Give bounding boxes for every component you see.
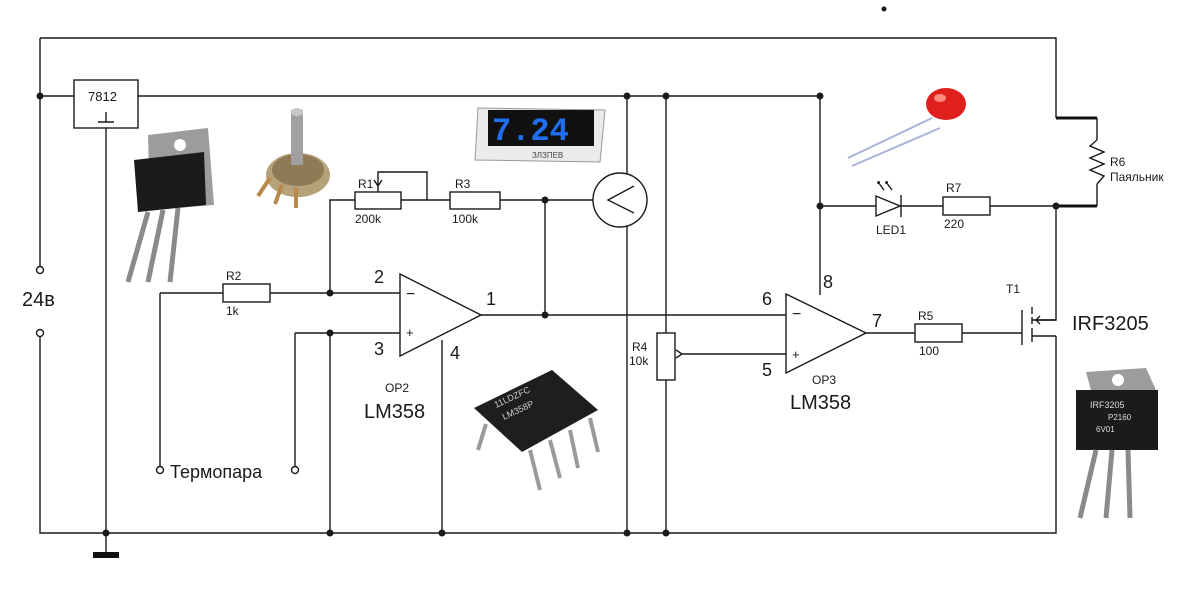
r5-name: R5 xyxy=(918,309,934,323)
op3-name: OP3 xyxy=(812,373,836,387)
thermocouple-label: Термопара xyxy=(170,462,263,482)
led-name: LED1 xyxy=(876,223,906,237)
r4-name: R4 xyxy=(632,340,648,354)
supply-label: 24в xyxy=(22,289,55,311)
thermocouple-terminal-a xyxy=(155,465,165,475)
op3-pin8: 8 xyxy=(823,272,833,292)
r6-value: Паяльник xyxy=(1110,170,1164,184)
resistor-r4: R4 10k xyxy=(629,332,683,381)
op2-part: LM358 xyxy=(364,401,425,423)
supply-terminal-plus xyxy=(35,265,45,275)
op2-plus: + xyxy=(406,325,414,340)
t1-name: T1 xyxy=(1006,282,1020,296)
led-photo xyxy=(847,88,966,167)
op3-plus: + xyxy=(792,347,800,362)
mosfet-t1: T1 IRF3205 xyxy=(1006,282,1149,345)
resistor-r7: R7 220 xyxy=(942,181,991,231)
op3-minus: − xyxy=(792,306,801,323)
voltmeter-symbol xyxy=(592,172,648,228)
potentiometer-photo xyxy=(256,108,330,208)
op2-pin1: 1 xyxy=(486,289,496,309)
op2-minus: − xyxy=(406,286,415,303)
mosfet-marking-1: IRF3205 xyxy=(1090,400,1125,410)
op2-pin4: 4 xyxy=(450,343,460,363)
r7-value: 220 xyxy=(944,217,964,231)
r3-value: 100k xyxy=(452,212,479,226)
t1-part: IRF3205 xyxy=(1072,313,1149,335)
regulator-photo xyxy=(125,128,214,283)
r2-value: 1k xyxy=(226,304,240,318)
r5-value: 100 xyxy=(919,344,939,358)
r6-name: R6 xyxy=(1110,155,1126,169)
junctions xyxy=(36,6,1060,537)
irf3205-photo: IRF3205 P2160 6V01 xyxy=(1076,368,1158,519)
op3-part: LM358 xyxy=(790,392,851,414)
resistor-r2: R2 1k xyxy=(222,269,271,318)
mosfet-marking-2: P2160 xyxy=(1108,413,1132,422)
r4-value: 10k xyxy=(629,354,649,368)
voltmeter-brand: ЗЛЗПЕВ xyxy=(532,151,563,160)
heater-r6: R6 Паяльник xyxy=(1088,139,1164,185)
op2-pin2: 2 xyxy=(374,267,384,287)
r1-value: 200k xyxy=(355,212,382,226)
op3-pin6: 6 xyxy=(762,289,772,309)
led1: LED1 xyxy=(875,181,906,237)
op2-name: OP2 xyxy=(385,381,409,395)
op3-pin7: 7 xyxy=(872,311,882,331)
op3-pin5: 5 xyxy=(762,360,772,380)
resistor-r1: R1 200k xyxy=(354,177,402,226)
voltmeter-reading: 7.24 xyxy=(492,113,569,150)
regulator-7812: 7812 xyxy=(73,79,139,129)
resistor-r5: R5 100 xyxy=(914,309,963,358)
resistor-r3: R3 100k xyxy=(449,177,501,226)
thermocouple-terminal-b xyxy=(290,465,300,475)
r1-name: R1 xyxy=(358,177,374,191)
op2-pin3: 3 xyxy=(374,339,384,359)
lm358-chip-photo: 11LDZFC LM358P xyxy=(474,370,600,491)
wires xyxy=(39,37,1098,553)
supply-terminal-minus xyxy=(35,328,45,338)
regulator-label: 7812 xyxy=(88,89,117,104)
voltmeter-photo: 7.24 ЗЛЗПЕВ xyxy=(474,107,606,163)
opamp-op3: − + 6 5 7 8 OP3 LM358 xyxy=(762,272,882,414)
opamp-op2: − + 2 3 1 4 OP2 LM358 xyxy=(364,267,496,423)
r2-name: R2 xyxy=(226,269,242,283)
r3-name: R3 xyxy=(455,177,471,191)
ground-icon xyxy=(93,552,119,558)
mosfet-marking-3: 6V01 xyxy=(1096,425,1115,434)
r7-name: R7 xyxy=(946,181,962,195)
